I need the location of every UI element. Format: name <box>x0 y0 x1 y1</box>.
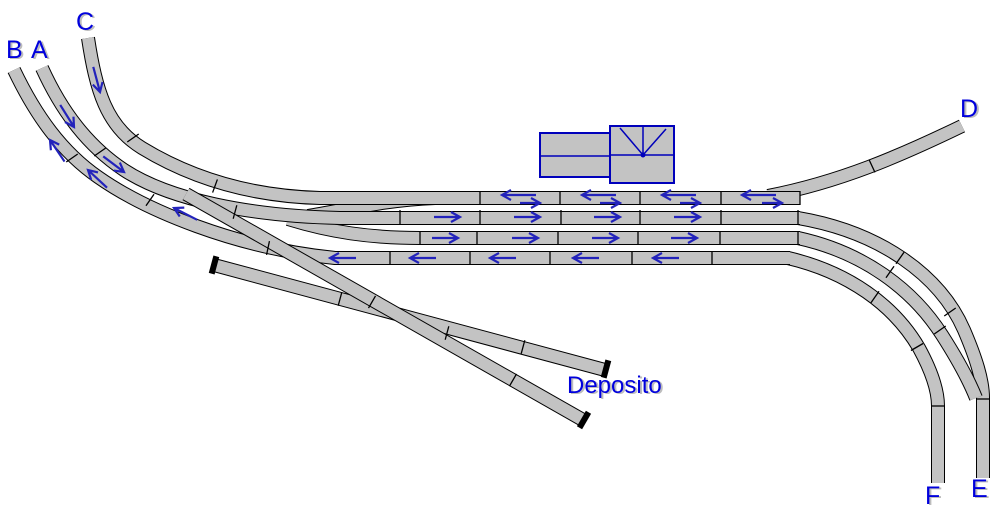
direction-arrow-icon <box>674 211 703 223</box>
direction-arrow-icon <box>92 66 104 95</box>
direction-arrow-icon <box>434 211 463 223</box>
station-roof-line <box>619 127 644 156</box>
direction-arrow-icon <box>659 189 696 201</box>
direction-arrow-icon <box>102 155 126 174</box>
direction-arrow-icon <box>514 211 543 223</box>
direction-arrow-icon <box>671 232 700 244</box>
segment-divider <box>520 340 526 354</box>
segment-divider <box>508 373 518 387</box>
direction-arrow-icon <box>487 252 516 264</box>
track-curve-d-exit[interactable] <box>766 120 965 202</box>
track-curve-f[interactable] <box>786 252 944 483</box>
exit-label-d: D <box>960 95 979 123</box>
direction-arrow-icon <box>762 197 785 209</box>
segment-divider <box>895 251 905 265</box>
direction-arrow-icon <box>739 189 776 201</box>
segment-divider <box>337 292 343 306</box>
segment-divider <box>211 179 219 193</box>
track-depot-lead[interactable] <box>183 188 586 426</box>
segment-divider <box>933 325 947 335</box>
segment-divider <box>145 193 155 207</box>
direction-arrow-icon <box>171 206 198 221</box>
segment-divider <box>65 153 79 163</box>
segment-divider <box>910 342 924 352</box>
entry-label-a: A <box>31 36 48 64</box>
direction-arrow-icon <box>86 168 108 189</box>
entry-label-c: C <box>76 8 95 36</box>
segment-divider <box>232 205 238 219</box>
direction-arrow-icon <box>680 197 703 209</box>
segment-divider <box>943 307 957 317</box>
track-curve-e-outer[interactable] <box>796 212 989 478</box>
segment-divider <box>367 295 377 309</box>
direction-arrow-icon <box>594 211 623 223</box>
segment-divider <box>93 147 107 157</box>
direction-arrow-icon <box>592 232 621 244</box>
direction-arrow-icon <box>570 252 599 264</box>
direction-arrow-icon <box>600 197 623 209</box>
direction-arrow-icon <box>579 189 616 201</box>
exit-label-f: F <box>925 482 941 510</box>
segment-divider <box>870 290 880 304</box>
track-curve-e-inner[interactable] <box>796 232 982 401</box>
direction-arrow-icon <box>59 104 76 129</box>
segment-divider <box>885 265 895 279</box>
depot-label: Deposito <box>567 372 662 399</box>
station-roof-apex <box>640 152 646 158</box>
direction-arrow-icon <box>650 252 679 264</box>
buffer-stop <box>576 410 592 430</box>
segment-divider <box>868 159 876 173</box>
direction-arrow-icon <box>432 232 461 244</box>
direction-arrow-icon <box>499 189 536 201</box>
exit-label-e: E <box>971 475 988 503</box>
buffer-stop <box>208 255 220 275</box>
entry-label-b: B <box>6 36 23 64</box>
direction-arrow-icon <box>520 197 543 209</box>
segment-divider <box>444 326 450 340</box>
track-line-c-track1[interactable] <box>82 37 800 204</box>
buffer-stop <box>600 359 612 379</box>
direction-arrow-icon <box>407 252 436 264</box>
direction-arrow-icon <box>512 232 541 244</box>
station-building-left <box>539 132 613 178</box>
track-track3-approach[interactable] <box>286 213 800 244</box>
direction-arrow-icon <box>327 252 356 264</box>
station-roof-line <box>642 128 667 156</box>
track-line-a-track2[interactable] <box>36 65 800 224</box>
segment-divider <box>126 133 140 143</box>
direction-arrow-icon <box>48 138 66 163</box>
segment-divider <box>265 241 271 255</box>
